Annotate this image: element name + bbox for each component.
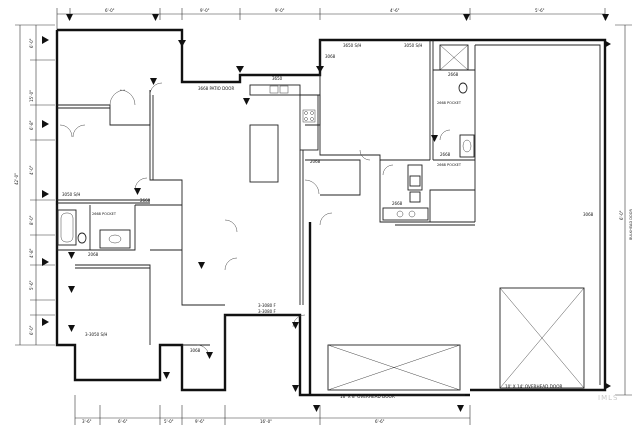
door-g-label: 3068 [190,348,201,353]
window-top-right-label: 3050 S/H [404,43,422,48]
bathtub [57,209,77,246]
marker-bot-1 [68,286,75,293]
window-bed-label: 3050 S/H [62,192,80,197]
marker-bot-7 [313,405,320,412]
front-door-label: 3-3080 F [258,303,276,308]
dryer [409,191,421,203]
left-dim-total: 42'-0" [14,173,19,185]
marker-bot-2 [68,325,75,332]
top-dim-1: 6'-0" [105,8,115,13]
top-dim-3: 9'-0" [275,8,285,13]
bottom-dim-1: 3'-6" [82,419,92,424]
garage-door-right [499,287,585,389]
marker-top-7 [602,14,609,21]
left-dim-7: 6'-0" [29,325,34,335]
bottom-dim-5: 16'-0" [260,419,272,424]
marker-bot-6 [292,385,299,392]
patio-door-label: 3668 PATIO DOOR [198,86,234,91]
left-dim-sub: 15'-0" [29,90,34,102]
pocket-bath-label: 2668 POCKET [92,212,117,216]
kitchen-counter [249,84,301,96]
front-door-b-label: 3-3080 F [258,309,276,314]
top-dim-5: 5'-6" [535,8,545,13]
window-front-left-label: 3-3050 S/H [85,332,107,337]
section-markers [42,14,611,412]
marker-bot-8 [457,405,464,412]
plan-labels: 3668 PATIO DOOR 3650 3650 S/H 3050 S/H 3… [62,43,594,353]
garage-door-left [327,344,461,391]
left-dim-3: 4'-0" [29,165,34,175]
shower [439,44,469,71]
marker-top-6 [463,14,470,21]
laundry-counter [382,207,429,221]
left-dim-4: 8'-0" [29,215,34,225]
marker-right-2 [604,40,611,48]
left-dimensions: 42'-0" 15'-0" 6'-0" 6'-8" 4'-0" 8'-0" 4'… [14,24,55,346]
kitchen-island [249,124,279,183]
marker-bath [134,188,141,195]
pocket-master-label: 2668 POCKET [437,101,462,105]
right-dim-a: 6'-0" [619,210,624,220]
top-dim-4: 4'-6" [390,8,400,13]
marker-kitchen [243,98,250,105]
marker-bot-5 [292,322,299,329]
door-f-label: 2068 [88,252,99,257]
window-top-center-label: 3650 S/H [343,43,361,48]
left-dim-5: 4'-8" [29,248,34,258]
left-dim-1: 6'-0" [29,38,34,48]
marker-top-1 [66,14,73,21]
garage-doors: 16' X 8' OVERHEAD DOOR 10' X 14' OVERHEA… [320,287,585,399]
garage-door-left-label: 16' X 8' OVERHEAD DOOR [340,394,395,399]
garage-side-note: BULKHEAD DOOR [629,209,633,240]
marker-mb [431,135,438,142]
bottom-dim-4: 9'-6" [195,419,205,424]
marker-left-2 [42,120,49,128]
garage-door-right-label: 10' X 14' OVERHEAD DOOR [505,384,562,389]
marker-bed3 [68,252,75,259]
exterior-walls [55,28,607,397]
window-garage-side-label: 3068 [583,212,594,217]
marker-hall [198,262,205,269]
master-toilet [458,82,468,94]
right-dimensions: 6'-0" BULKHEAD DOOR [615,24,633,396]
door-a-label: 3068 [325,54,336,59]
marker-left-1 [42,36,49,44]
master-vanity [459,134,475,158]
bottom-dim-2: 6'-6" [118,419,128,424]
watermark: IMLS [598,394,618,402]
top-dimensions: 6'-0" 9'-0" 9'-0" 4'-6" 5'-6" [56,8,606,30]
kitchen-counter-side [299,94,319,151]
bottom-dim-6: 6'-6" [375,419,385,424]
marker-top-3 [178,40,186,47]
marker-left-5 [42,318,49,326]
marker-bot-4 [206,352,213,359]
door-c-label: 2068 [310,159,321,164]
door-e-label: 2668 [140,198,151,203]
marker-mid [150,78,157,85]
toilet [77,232,87,244]
bottom-dimensions: 3'-6" 6'-6" 5'-0" 9'-6" 16'-0" 6'-6" [74,395,471,425]
door-h-label: 2668 [440,152,451,157]
door-swings [59,82,451,358]
door-d-label: 2668 [392,201,403,206]
interior-walls [56,40,475,360]
pocket-master-b-label: 2668 POCKET [437,163,462,167]
marker-top-4 [236,66,244,73]
marker-bot-3 [163,372,170,379]
left-dim-6: 5'-6" [29,280,34,290]
left-dim-2: 6'-8" [29,120,34,130]
fixtures [57,44,475,249]
vanity [99,229,131,249]
marker-left-3 [42,190,49,198]
marker-top-2 [152,14,159,21]
marker-top-5 [316,66,324,73]
washer [409,175,421,187]
bottom-dim-3: 5'-0" [164,419,174,424]
marker-left-4 [42,258,49,266]
window-kitchen-label: 3650 [272,76,283,81]
marker-right-1 [604,382,611,390]
door-b-label: 2668 [448,72,459,77]
top-dim-2: 9'-0" [200,8,210,13]
